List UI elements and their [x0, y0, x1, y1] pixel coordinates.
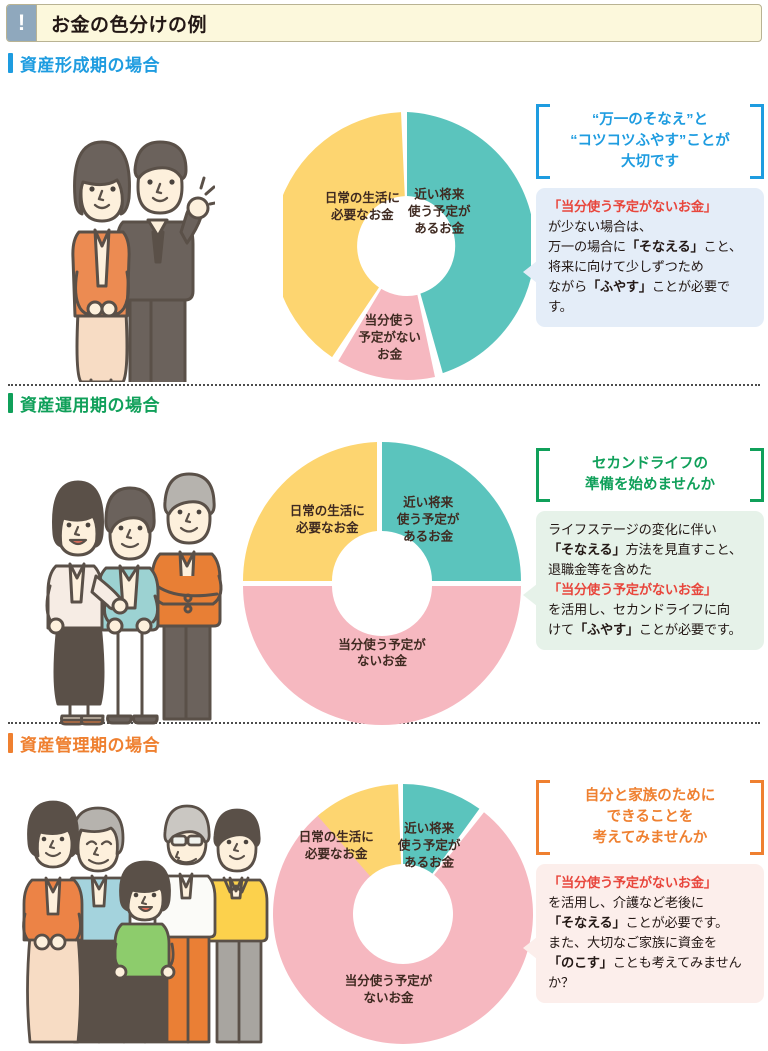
bubble-tail-icon: [523, 583, 537, 606]
donut-chart-asset-management: 近い将来 使う予定が あるお金 当分使う予定が ないお金 日常の生活に 必要なお…: [238, 436, 526, 726]
speech-bubble: ライフステージの変化に伴い 「そなえる」方法を見直すこと、 退職金等を含めた 「…: [523, 511, 764, 651]
section-header: 資産運用期の場合: [0, 390, 768, 416]
bubble-body: ライフステージの変化に伴い 「そなえる」方法を見直すこと、 退職金等を含めた 「…: [548, 522, 742, 638]
section-title: 資産運用期の場合: [20, 395, 160, 415]
bracket-callout: “万一のそなえ”と “コツコツふやす”ことが 大切です: [536, 104, 764, 180]
bubble-tail-icon: [523, 260, 537, 283]
page-header: ! お金の色分けの例: [6, 4, 762, 42]
bubble-body: 「当分使う予定がないお金」 が少ない場合は、 万一の場合に「そなえる」こと、 将…: [548, 199, 742, 315]
section-accent-bar: [8, 733, 13, 753]
section-accent-bar: [8, 393, 13, 413]
section-title: 資産形成期の場合: [20, 55, 160, 75]
bubble-body: 「当分使う予定がないお金」 を活用し、介護など老後に 「そなえる」ことが必要です…: [548, 875, 742, 991]
bracket-text: “万一のそなえ”と “コツコツふやす”ことが 大切です: [570, 112, 730, 171]
bubble-tail-icon: [523, 936, 537, 959]
section-header: 資産管理期の場合: [0, 730, 768, 756]
section-asset-preservation: 資産管理期の場合: [0, 730, 768, 1044]
section-title: 資産管理期の場合: [20, 735, 160, 755]
page-title: お金の色分けの例: [51, 14, 208, 36]
donut-chart-asset-preservation: 近い将来 使う予定が あるお金 当分使う予定が ないお金 日常の生活に 必要なお…: [258, 778, 548, 1050]
callout-asset-management: セカンドライフの 準備を始めませんか ライフステージの変化に伴い 「そなえる」方…: [523, 448, 764, 651]
young-couple-illustration: [35, 112, 222, 402]
bracket-left-icon: [536, 780, 550, 856]
family-five-illustration: [12, 794, 277, 1046]
speech-bubble: 「当分使う予定がないお金」 が少ない場合は、 万一の場合に「そなえる」こと、 将…: [523, 188, 764, 328]
bracket-callout: 自分と家族のために できることを 考えてみませんか: [536, 780, 764, 856]
section-asset-building: 資産形成期の場合: [0, 50, 768, 402]
bracket-right-icon: [750, 780, 764, 856]
callout-asset-preservation: 自分と家族のために できることを 考えてみませんか 「当分使う予定がないお金」 …: [523, 780, 764, 1004]
three-generation-illustration: [22, 446, 227, 726]
bracket-left-icon: [536, 104, 550, 180]
bracket-right-icon: [750, 448, 764, 503]
speech-bubble: 「当分使う予定がないお金」 を活用し、介護など老後に 「そなえる」ことが必要です…: [523, 864, 764, 1004]
bracket-callout: セカンドライフの 準備を始めませんか: [536, 448, 764, 503]
exclamation-icon: !: [7, 5, 37, 41]
section-divider: [8, 384, 760, 386]
section-header: 資産形成期の場合: [0, 50, 768, 76]
section-accent-bar: [8, 53, 13, 73]
callout-asset-building: “万一のそなえ”と “コツコツふやす”ことが 大切です 「当分使う予定がないお金…: [523, 104, 764, 328]
section-asset-management: 資産運用期の場合: [0, 390, 768, 726]
bracket-text: セカンドライフの 準備を始めませんか: [584, 456, 716, 494]
bracket-text: 自分と家族のために できることを 考えてみませんか: [584, 788, 716, 847]
donut-chart-asset-building: 近い将来 使う予定が あるお金 当分使う 予定がない お金 日常の生活に 必要な…: [283, 106, 531, 386]
bracket-left-icon: [536, 448, 550, 503]
bracket-right-icon: [750, 104, 764, 180]
